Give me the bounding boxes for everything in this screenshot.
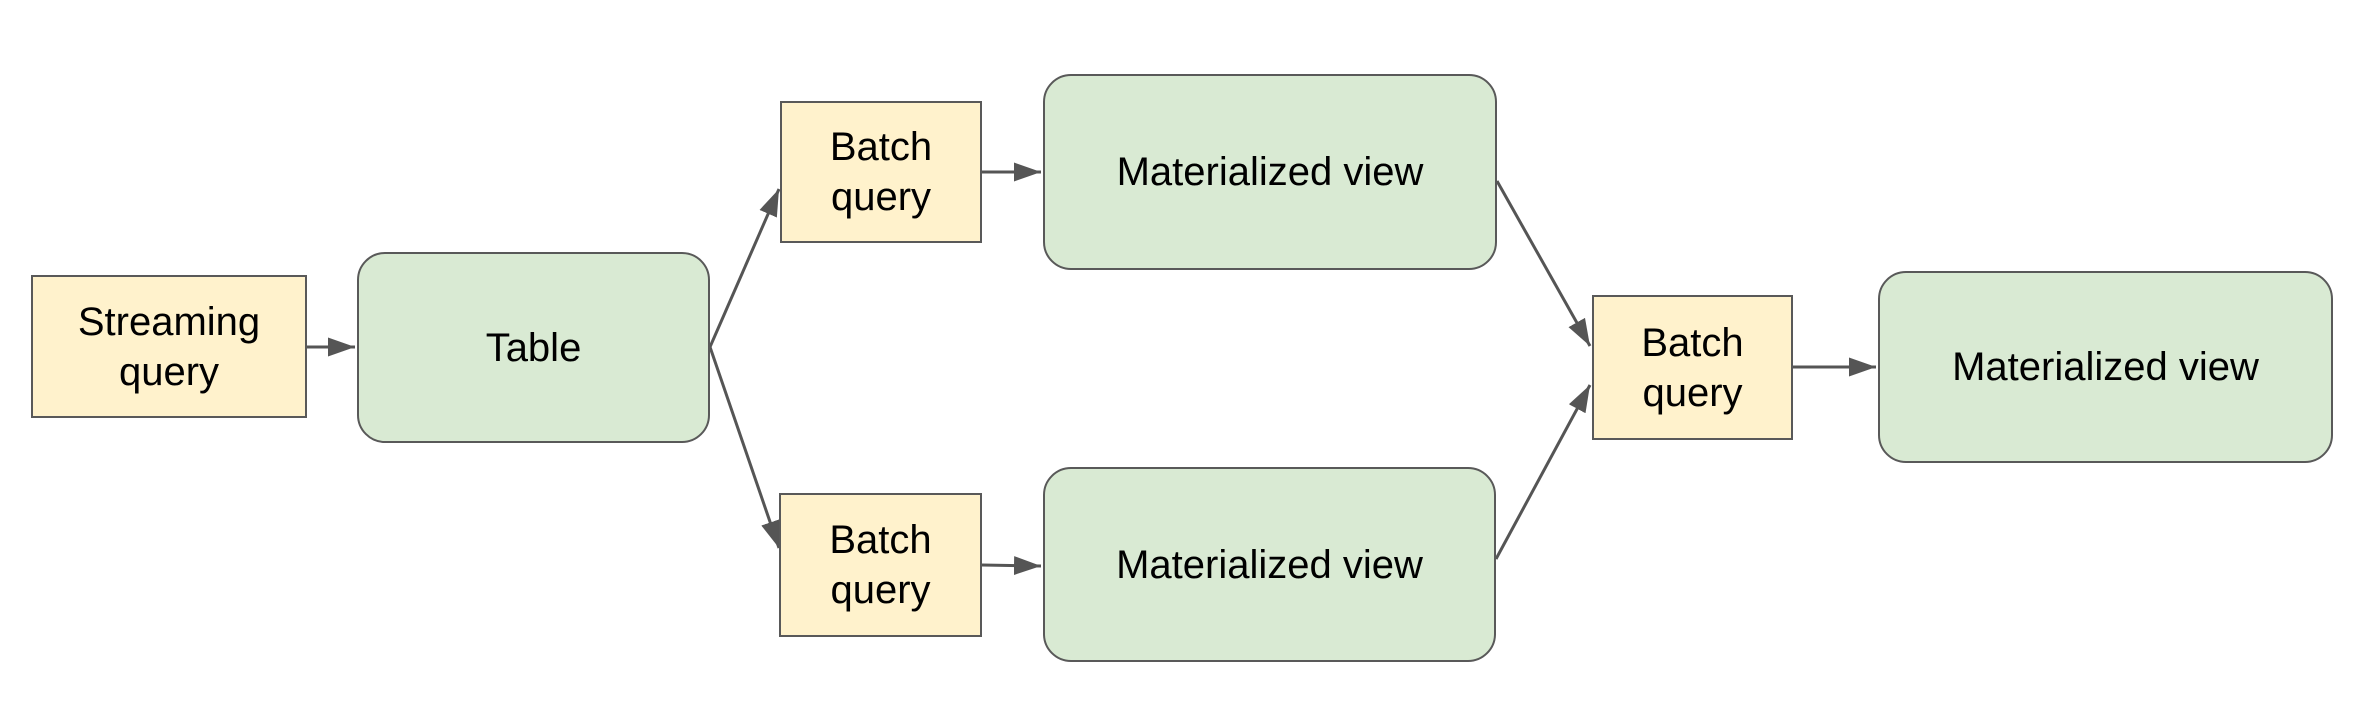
node-batch-query-bottom-label: Batch query — [829, 518, 932, 612]
node-table: Table — [357, 252, 710, 443]
connector-batch-query-bottom-to-mv-bottom — [981, 556, 1042, 575]
connector-table-to-batch-query-bottom — [708, 346, 781, 549]
node-materialized-view-final-label: Materialized view — [1952, 345, 2259, 389]
node-batch-query-join: Batch query — [1592, 295, 1793, 440]
node-batch-query-top-label: Batch query — [829, 125, 933, 219]
node-batch-query-bottom: Batch query — [779, 493, 982, 637]
node-batch-query-top: Batch query — [780, 101, 982, 243]
node-streaming-query-label: Streaming query — [77, 299, 261, 394]
node-table-label: Table — [485, 325, 582, 370]
connector-mv-top-to-batch-query-join — [1495, 180, 1592, 347]
node-streaming-query: Streaming query — [31, 275, 307, 418]
node-materialized-view-bottom: Materialized view — [1043, 467, 1496, 662]
connector-mv-bottom-to-batch-query-join — [1494, 384, 1592, 560]
node-materialized-view-top: Materialized view — [1043, 74, 1497, 270]
node-materialized-view-top-label: Materialized view — [1116, 150, 1424, 194]
node-materialized-view-final: Materialized view — [1878, 271, 2333, 463]
connector-table-to-batch-query-top — [708, 188, 781, 348]
node-batch-query-join-label: Batch query — [1641, 320, 1744, 415]
node-materialized-view-bottom-label: Materialized view — [1116, 542, 1423, 587]
